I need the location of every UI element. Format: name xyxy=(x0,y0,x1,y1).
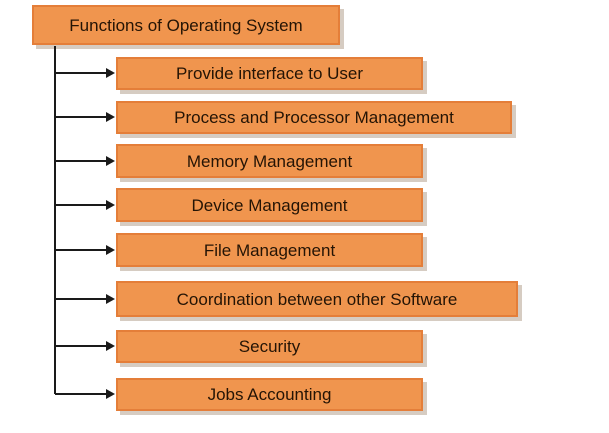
connector-arrow xyxy=(55,156,115,166)
connector-arrow xyxy=(55,200,115,210)
function-box: Provide interface to User xyxy=(116,57,423,90)
connector-trunk-line xyxy=(54,46,56,394)
function-label: Process and Processor Management xyxy=(174,108,454,127)
function-box: Coordination between other Software xyxy=(116,281,518,317)
arrowhead-icon xyxy=(106,294,115,304)
function-label: Device Management xyxy=(191,195,348,215)
connector-arrow xyxy=(55,245,115,255)
arrowhead-icon xyxy=(106,200,115,210)
function-box: Security xyxy=(116,330,423,363)
diagram-title: Functions of Operating System xyxy=(69,15,303,35)
arrowhead-icon xyxy=(106,389,115,399)
arrowhead-icon xyxy=(106,112,115,122)
function-box: Memory Management xyxy=(116,144,423,178)
function-label: Coordination between other Software xyxy=(176,289,458,309)
arrowhead-icon xyxy=(106,156,115,166)
connector-arrow xyxy=(55,341,115,351)
function-label: Security xyxy=(238,337,301,356)
function-box: Device Management xyxy=(116,188,423,222)
function-box: Jobs Accounting xyxy=(116,378,423,411)
function-label: File Management xyxy=(203,240,336,260)
connector-arrow xyxy=(55,68,115,78)
connector-arrow xyxy=(55,389,115,399)
arrowhead-icon xyxy=(106,245,115,255)
function-label: Provide interface to User xyxy=(175,64,364,83)
function-label: Memory Management xyxy=(186,151,353,171)
function-label: Jobs Accounting xyxy=(207,385,332,404)
arrowhead-icon xyxy=(106,341,115,351)
connector-arrow xyxy=(55,112,115,122)
function-box: File Management xyxy=(116,233,423,267)
arrowhead-icon xyxy=(106,68,115,78)
function-box: Process and Processor Management xyxy=(116,101,512,134)
diagram-title-box: Functions of Operating System xyxy=(32,5,340,45)
connector-arrow xyxy=(55,294,115,304)
